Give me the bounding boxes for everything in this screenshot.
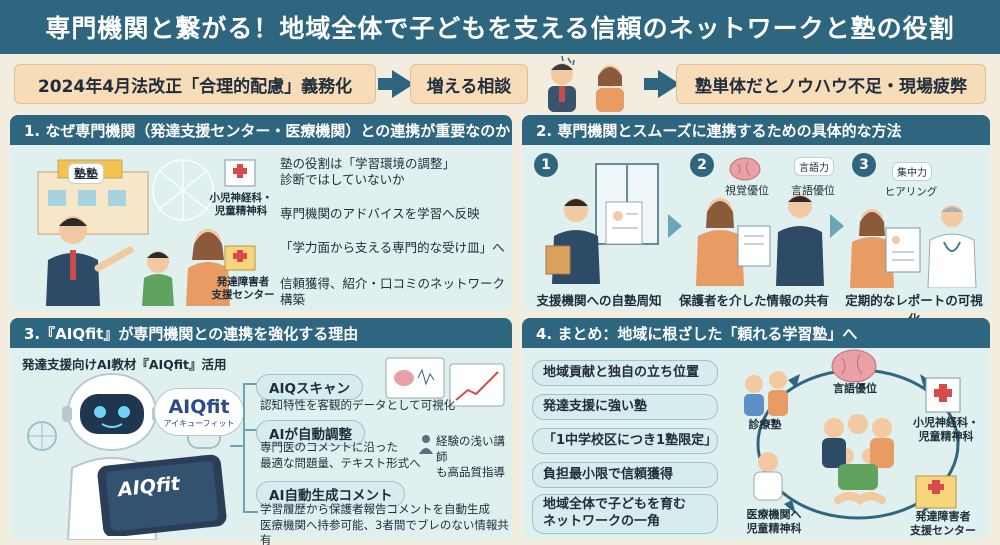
institution-hospital-label: 小児神経科・ 児童精神科 [209,192,273,218]
network-hospital-label: 小児神経科・ 児童精神科 [913,416,979,443]
bubble-hearing: ヒアリング [884,186,938,198]
flow-arrow-2 [644,70,680,98]
network-juku-label: 診療塾 [748,418,782,431]
feature-3-desc: 学習履歴から保護者報告コメントを自動生成 医療機関へ持参可能、3者間でブレのない… [260,502,509,545]
step-1-label: 支援機関への自塾周知 [536,293,662,308]
aiqfit-logo-main: AIQfit [168,395,230,418]
bubble-lang: 言語優位 [791,184,835,197]
panel1-illustration [37,159,230,306]
flow-step-burnout-label: 塾単体だとノウハウ不足・現場疲弊 [695,76,967,97]
step-2-label: 保護者を介した情報の共有 [678,293,829,308]
panel3-header: 3.『AIQfit』が専門機関との連携を強化する理由 [10,318,512,348]
bubble-focus: 集中力 [892,162,932,181]
panel4-header: 4. まとめ：地域に根ざした「頼れる学習塾」へ [522,318,990,348]
bubble-lang-small: 言語力 [794,157,834,176]
summary-item-3: 「1中学校区につき1塾限定」 [532,428,718,454]
summary-item-2-text: 発達支援に強い塾 [543,398,648,414]
bubble-visual: 視覚優位 [725,184,769,197]
panel2-header: 2. 専門機関とスムーズに連携するための具体的な方法 [522,115,990,145]
summary-item-5-text: 地域全体で子どもを育む ネットワークの一角 [543,497,687,529]
summary-item-1-text: 地域貢献と独自の立ち位置 [543,364,700,380]
step-arrow-1 [668,214,682,238]
summary-item-4: 負担最小限で信頼獲得 [532,462,718,488]
network-support-label: 発達障害者 支援センター [910,510,976,537]
panel1-item-3: 「学力面から支える専門的な受け皿」へ [280,240,505,255]
summary-item-2: 発達支援に強い塾 [532,394,718,420]
panel1-item-2: 専門機関のアドバイスを学習へ反映 [280,206,480,221]
worried-people-illustration [548,56,624,112]
panel1-item-4: 信頼獲得、紹介・口コミのネットワーク構築 [280,276,506,308]
step-1-number: 1 [541,157,551,173]
instructor-icon [419,435,433,454]
step-2-number: 2 [697,157,707,173]
step-2-badge: 2 [690,153,714,177]
aiqfit-logo-sub: アイキューフィット [163,418,235,428]
network-diagram [744,349,961,520]
panel-collab-methods: 2. 専門機関とスムーズに連携するための具体的な方法 [522,115,990,311]
flow-step-burnout: 塾単体だとノウハウ不足・現場疲弊 [676,64,986,104]
feature-1-title: AIQスキャン [256,374,363,400]
instructor-note: 経験の浅い講師 も高品質指導 [436,434,505,480]
feature-3-title: AI自動生成コメント [256,481,406,507]
flow-step-law-label: 2024年4月法改正「合理的配慮」義務化 [37,76,353,97]
flow-step-law: 2024年4月法改正「合理的配慮」義務化 [14,64,376,104]
feature-2-desc: 専門医のコメントに沿った 最適な問題量、テキスト形式へ [260,440,421,470]
feature-2-title: AIが自動調整 [256,420,365,446]
network-brain-label: 言語優位 [833,382,877,395]
school-sign-text: 塾塾 [74,167,99,181]
tablet-icon [97,454,227,536]
flow-step-consult-label: 増える相談 [426,76,512,97]
step-3-illustration [850,205,977,288]
panel2-heading: 2. 専門機関とスムーズに連携するための具体的な方法 [536,121,902,140]
panel3-subtitle: 発達支援向けAI教材『AIQfit』活用 [22,357,227,372]
hospital-icon [224,159,256,187]
summary-item-5: 地域全体で子どもを育む ネットワークの一角 [532,494,718,534]
panel4-heading: 4. まとめ：地域に根ざした「頼れる学習塾」へ [536,324,858,343]
step-3-badge: 3 [852,153,876,177]
data-cards-illustration [385,357,505,407]
panel1-item-1: 塾の役割は「学習環境の調整」 診断ではしていないか [280,156,456,188]
step-2-illustration [696,194,824,286]
title-bar: 専門機関と繋がる！地域全体で子どもを支える信頼のネットワークと塾の役割 [0,0,1000,54]
support-center-icon [224,245,256,271]
network-medical-label: 医療機関へ 児童精神科 [746,508,802,535]
bubble-focus-text: 集中力 [897,168,927,179]
step-1-illustration [545,163,659,284]
page-title: 専門機関と繋がる！地域全体で子どもを支える信頼のネットワークと塾の役割 [45,14,955,43]
step-arrow-2 [830,214,844,238]
summary-item-1: 地域貢献と独自の立ち位置 [532,360,718,386]
step-1-badge: 1 [534,153,558,177]
flow-step-consult: 増える相談 [410,64,528,104]
school-sign: 塾塾 [68,163,105,184]
summary-item-3-text: 「1中学校区につき1塾限定」 [543,432,718,448]
institution-center-label: 発達障害者 支援センター [211,276,275,302]
bubble-lang-small-text: 言語力 [799,163,829,174]
panel-summary: 4. まとめ：地域に根ざした「頼れる学習塾」へ [522,318,990,540]
panel1-header: 1. なぜ専門機関（発達支援センター・医療機関）との連携が重要なのか [10,115,512,145]
step-3-number: 3 [859,157,869,173]
brain-icon-visual [729,157,761,181]
panel1-heading: 1. なぜ専門機関（発達支援センター・医療機関）との連携が重要なのか [24,121,511,140]
summary-item-4-text: 負担最小限で信頼獲得 [543,466,674,482]
aiqfit-logo: AIQfit アイキューフィット [154,388,244,436]
feature-1-desc: 認知特性を客観的データとして可視化 [260,398,456,412]
feature-connectors [230,383,258,513]
flow-arrow-1 [378,70,414,98]
panel3-heading: 3.『AIQfit』が専門機関との連携を強化する理由 [24,324,359,343]
